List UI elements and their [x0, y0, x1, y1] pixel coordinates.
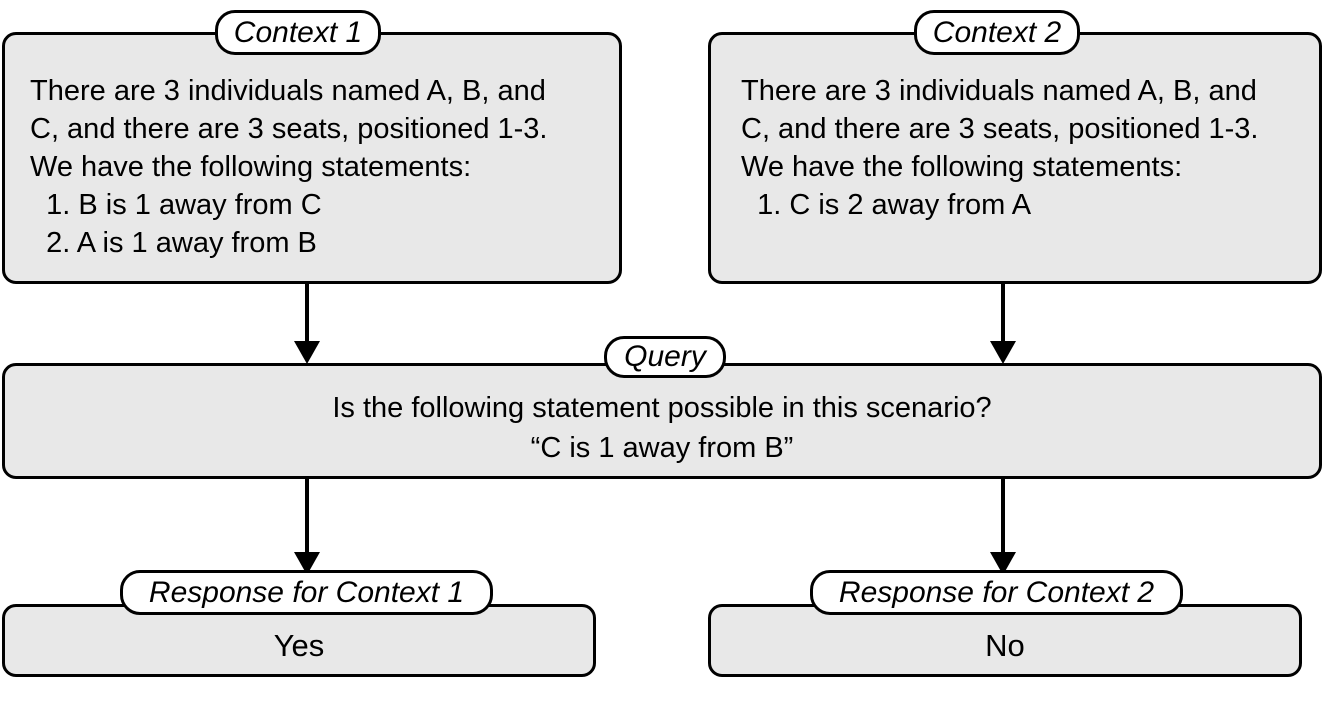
context-2-text: There are 3 individuals named A, B, and … — [741, 75, 1259, 221]
arrow-query-to-response-1 — [294, 479, 320, 575]
response-2-badge: Response for Context 2 — [810, 570, 1183, 615]
arrow-head — [294, 552, 320, 575]
response-1-box: Yes — [2, 604, 596, 677]
query-badge: Query — [604, 336, 726, 378]
query-line-2: “C is 1 away from B” — [530, 432, 794, 464]
query-box: Is the following statement possible in t… — [2, 363, 1322, 479]
arrow-stem — [1001, 479, 1005, 553]
arrow-context-1-to-query — [294, 284, 320, 364]
arrow-head — [990, 552, 1016, 575]
response-1-badge: Response for Context 1 — [120, 570, 493, 615]
context-1-badge: Context 1 — [215, 10, 381, 55]
context-1-text: There are 3 individuals named A, B, and … — [30, 75, 548, 259]
arrow-head — [990, 341, 1016, 364]
response-1-answer: Yes — [273, 628, 325, 663]
arrow-stem — [1001, 284, 1005, 342]
context-2-badge: Context 2 — [914, 10, 1080, 55]
arrow-stem — [305, 479, 309, 553]
context-2-box: There are 3 individuals named A, B, and … — [708, 32, 1322, 284]
query-line-1: Is the following statement possible in t… — [332, 392, 992, 424]
context-1-box: There are 3 individuals named A, B, and … — [2, 32, 622, 284]
arrow-head — [294, 341, 320, 364]
arrow-query-to-response-2 — [990, 479, 1016, 575]
arrow-context-2-to-query — [990, 284, 1016, 364]
arrow-stem — [305, 284, 309, 342]
response-2-answer: No — [985, 628, 1025, 663]
